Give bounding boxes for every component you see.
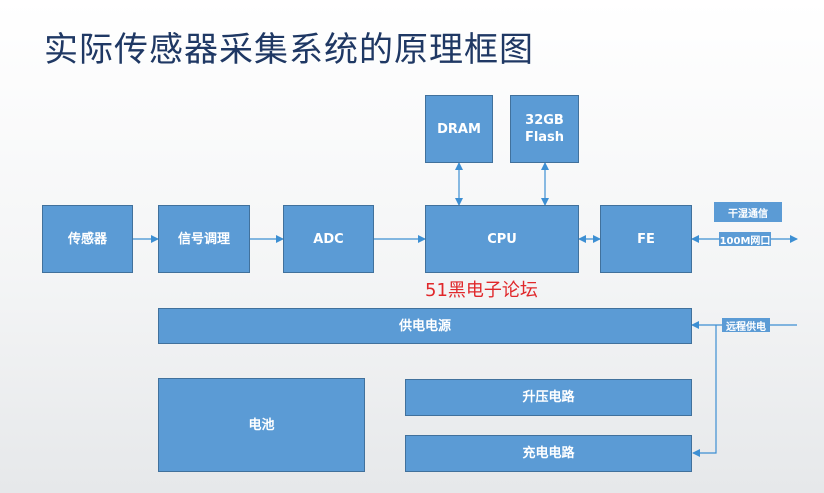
adc-block: ADC xyxy=(283,205,374,273)
arrow-remote-to-charge xyxy=(692,325,717,457)
cpu-block: CPU xyxy=(425,205,579,273)
charge-circuit-block: 充电电路 xyxy=(405,435,692,472)
remote-power-label: 远程供电 xyxy=(722,318,770,333)
flash-block: 32GB Flash xyxy=(510,95,579,163)
battery-block: 电池 xyxy=(158,378,365,472)
ethernet-label: 100M网口 xyxy=(719,232,771,247)
dram-block: DRAM xyxy=(425,95,493,163)
signal-conditioning-block: 信号调理 xyxy=(158,205,250,273)
power-supply-block: 供电电源 xyxy=(158,308,692,344)
dry-contact-label: 干湿通信 xyxy=(714,202,782,222)
boost-circuit-block: 升压电路 xyxy=(405,379,692,416)
fe-block: FE xyxy=(600,205,692,273)
page-title: 实际传感器采集系统的原理框图 xyxy=(44,30,534,70)
sensor-block: 传感器 xyxy=(42,205,133,273)
watermark-text: 51黑电子论坛 xyxy=(425,280,538,301)
